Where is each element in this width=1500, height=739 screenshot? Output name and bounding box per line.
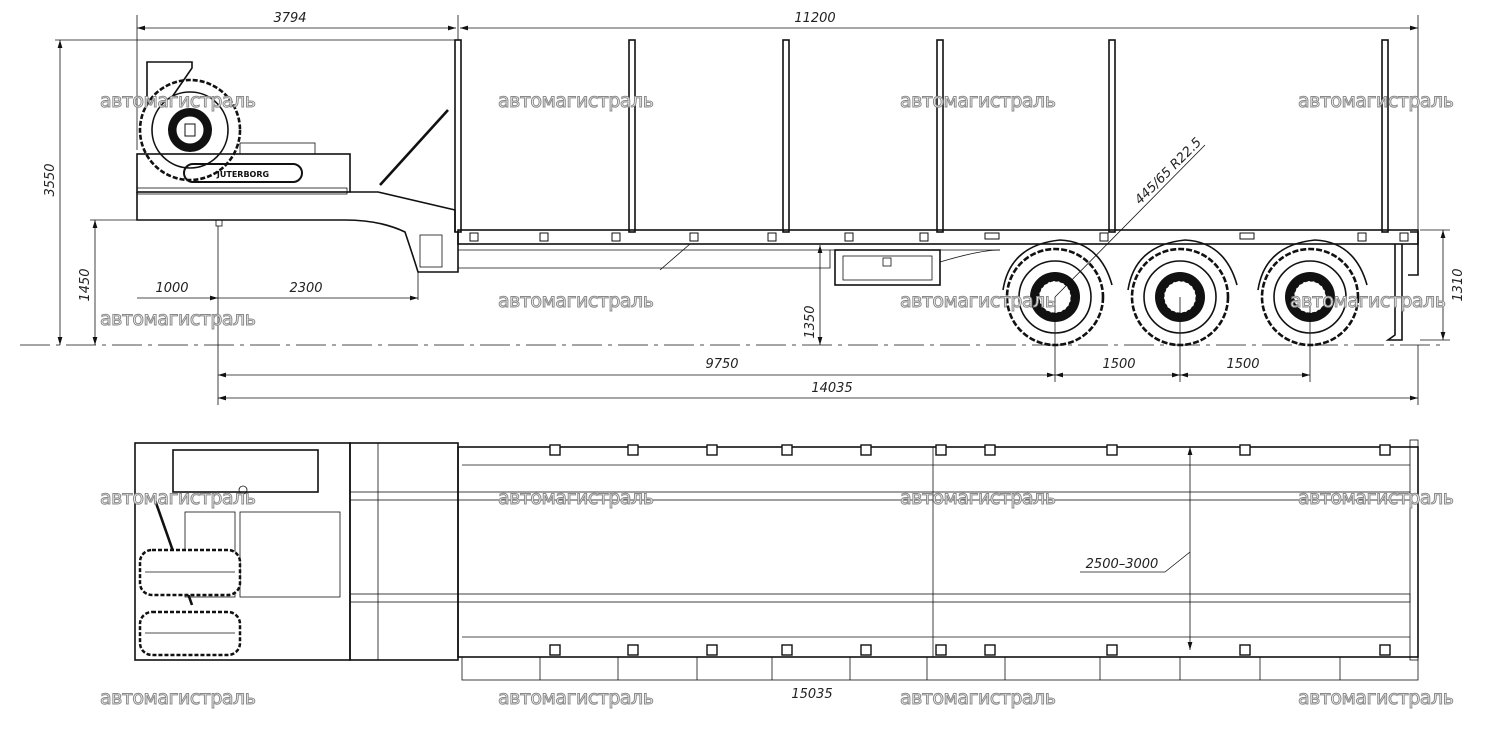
watermark: автомагистраль <box>1298 687 1454 709</box>
top-view: 2500–3000 15035 <box>134 439 1419 702</box>
stakes <box>454 39 1389 233</box>
dim-overall-length-side: 14035 <box>811 381 852 396</box>
side-view: JUTERBORG <box>20 11 1466 405</box>
kingpin <box>215 219 223 227</box>
watermark: автомагистраль <box>498 290 654 312</box>
deck-rails <box>349 464 1411 638</box>
gooseneck: JUTERBORG <box>136 61 459 273</box>
watermark: автомагистраль <box>498 90 654 112</box>
toolbox <box>834 249 941 286</box>
dim-total-height: 3550 <box>43 163 58 196</box>
dim-gooseneck-offset: 2300 <box>289 281 322 296</box>
dim-coupling-height: 1450 <box>78 268 93 301</box>
watermark: автомагистраль <box>100 308 256 330</box>
watermark: автомагистраль <box>100 687 256 709</box>
watermark: автомагистраль <box>900 687 1056 709</box>
dim-rear-height: 1310 <box>1451 268 1466 301</box>
stake-pockets <box>549 444 1391 656</box>
spare-tyre-top-1 <box>138 548 242 597</box>
watermarks: автомагистраль автомагистраль автомагист… <box>100 90 1455 710</box>
watermark: автомагистраль <box>498 487 654 509</box>
side-dimensions <box>55 15 1450 405</box>
watermark: автомагистраль <box>900 487 1056 509</box>
dim-front-overhang: 3794 <box>273 11 306 26</box>
watermark: автомагистраль <box>1298 487 1454 509</box>
watermark: автомагистраль <box>1298 90 1454 112</box>
tyre-size-label: 445/65 R22.5 <box>1132 135 1205 208</box>
watermark: автомагистраль <box>900 90 1056 112</box>
dim-axle-spacing-2: 1500 <box>1226 357 1259 372</box>
dim-width-range: 2500–3000 <box>1086 557 1159 572</box>
brand-plate <box>183 163 303 183</box>
watermark: автомагистраль <box>100 90 256 112</box>
wheel-2 <box>1127 239 1238 347</box>
spare-tyre-top-2 <box>138 610 242 657</box>
gooseneck-top <box>138 449 341 657</box>
dim-overall-length: 15035 <box>791 687 832 702</box>
side-strip <box>461 656 1419 681</box>
dim-axle-spacing-1: 1500 <box>1102 357 1135 372</box>
brand-logo-text: JUTERBORG <box>216 170 269 179</box>
watermark: автомагистраль <box>1290 290 1446 312</box>
watermark: автомагистраль <box>100 487 256 509</box>
rear-bumper <box>1385 231 1419 341</box>
dim-kingpin-to-axle: 9750 <box>705 357 738 372</box>
dim-deck-length: 11200 <box>794 11 835 26</box>
top-dimensions <box>1080 447 1193 650</box>
watermark: автомагистраль <box>498 687 654 709</box>
spare-wheel <box>138 78 242 182</box>
watermark: автомагистраль <box>900 290 1056 312</box>
dim-kingpin-offset: 1000 <box>155 281 188 296</box>
dim-deck-height: 1350 <box>803 305 818 338</box>
